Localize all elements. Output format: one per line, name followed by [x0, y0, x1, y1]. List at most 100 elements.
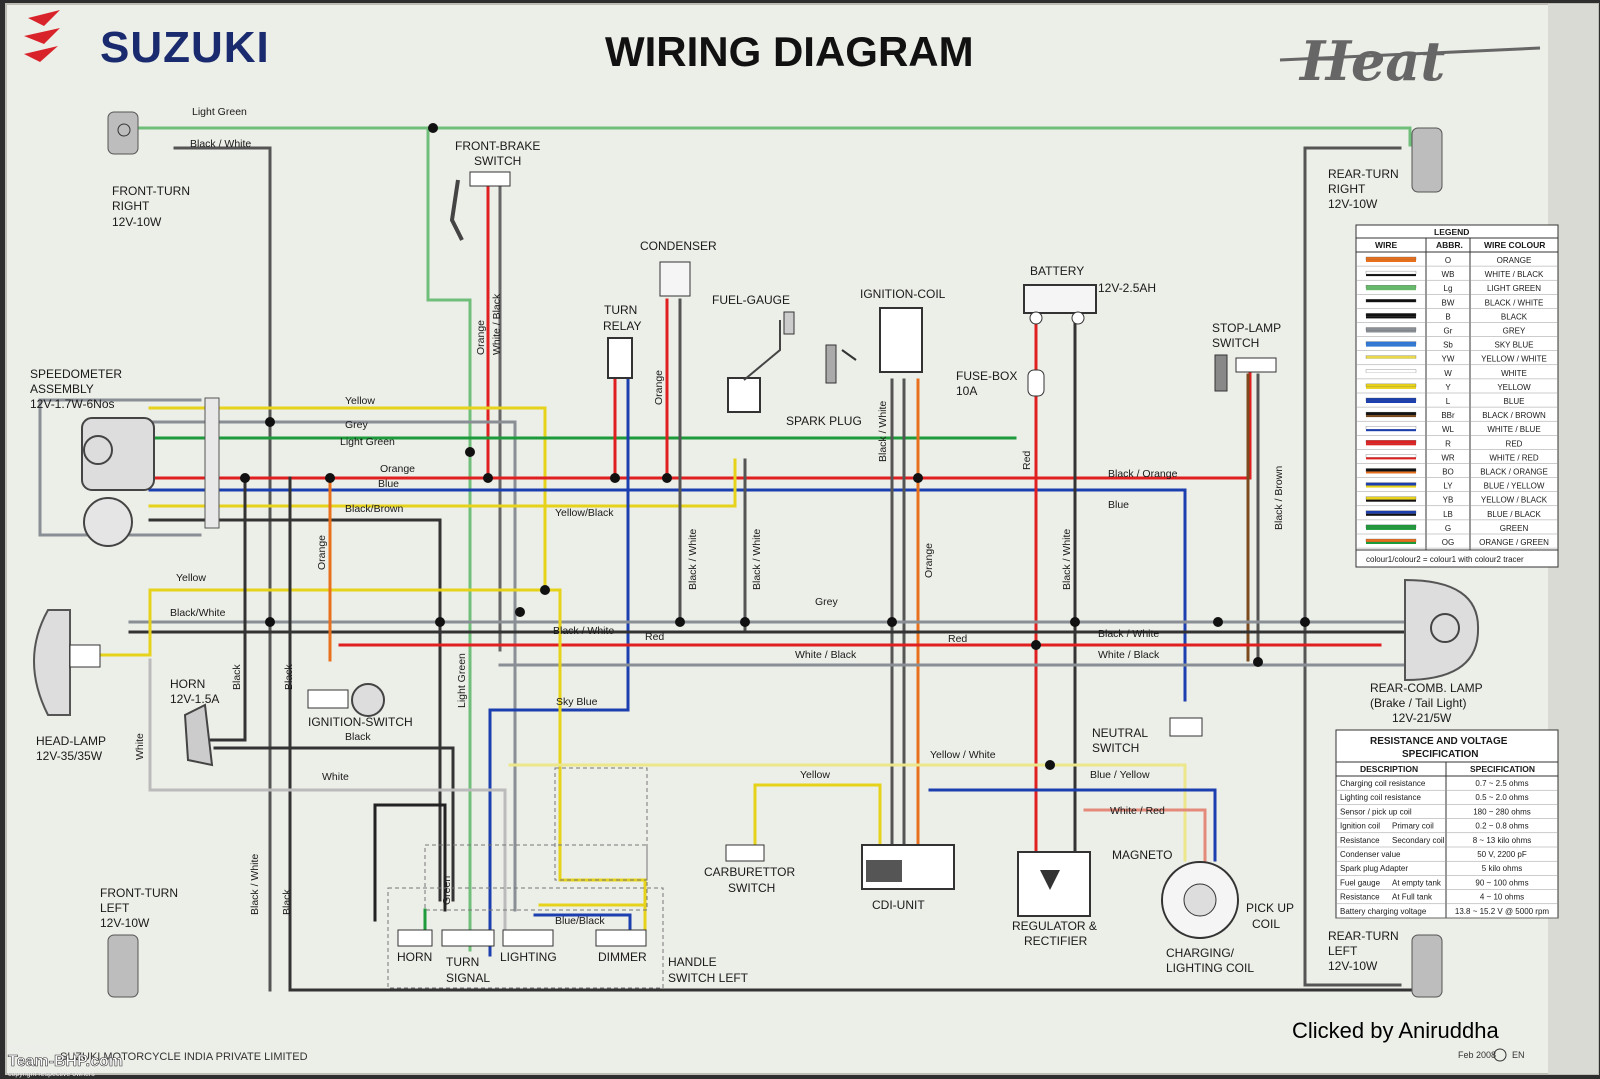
- rear-turn-left-spec: 12V-10W: [1328, 959, 1378, 973]
- rear-turn-right-lamp: [1411, 127, 1443, 193]
- resistance-spec: 4 ~ 10 ohms: [1480, 893, 1524, 902]
- handle-switch-label: HANDLE: [668, 955, 717, 969]
- junction-dots: [240, 123, 1310, 770]
- legend-swatch-tracer: [1366, 274, 1416, 277]
- magneto: [1161, 861, 1239, 939]
- wire-label: Black / Orange: [1108, 468, 1178, 480]
- wire-label: Black / White: [249, 854, 261, 915]
- wire-label: Black/Brown: [345, 503, 404, 515]
- rear-comb-lamp: [1404, 578, 1480, 682]
- resistance-spec: 13.8 ~ 15.2 V @ 5000 rpm: [1455, 907, 1550, 916]
- ignition-coil: [879, 307, 923, 373]
- wire-label: Yellow: [176, 572, 206, 584]
- regulator-label-2: RECTIFIER: [1024, 934, 1088, 948]
- legend-swatch: [1365, 270, 1417, 275]
- resistance-sub: At empty tank: [1392, 878, 1442, 887]
- wire-label: Blue / Yellow: [1090, 769, 1150, 781]
- wire-label: Blue: [1108, 499, 1129, 511]
- resistance-table: RESISTANCE AND VOLTAGE SPECIFICATION DES…: [1335, 729, 1559, 919]
- handle-signal-label: SIGNAL: [446, 971, 490, 985]
- legend-colour-name: BLUE: [1504, 397, 1525, 406]
- wire-label: Black: [283, 664, 295, 690]
- wire-label: Black / White: [1061, 529, 1073, 590]
- charging-coil-label: CHARGING/: [1166, 946, 1235, 960]
- carburettor-switch: [725, 844, 765, 862]
- resistance-desc: Battery charging voltage: [1340, 907, 1427, 916]
- wire-label: Light Green: [340, 436, 395, 448]
- head-lamp: [33, 609, 101, 716]
- rear-turn-left-label-2: LEFT: [1328, 944, 1358, 958]
- fuse-box: [1027, 369, 1045, 397]
- legend-colour-name: LIGHT GREEN: [1487, 284, 1541, 293]
- resistance-subtitle: SPECIFICATION: [1402, 749, 1478, 760]
- rear-comb-lamp-sub: (Brake / Tail Light): [1370, 696, 1467, 710]
- legend-swatch-tracer: [1366, 288, 1416, 291]
- resistance-desc: Spark plug Adapter: [1340, 864, 1408, 873]
- legend-abbr: Sb: [1443, 341, 1453, 350]
- turn-relay-label-2: RELAY: [603, 319, 641, 333]
- resistance-sub: Secondary coil: [1392, 836, 1445, 845]
- wire-label: Black: [231, 664, 243, 690]
- legend-swatch: [1365, 454, 1417, 458]
- legend-swatch-tracer: [1366, 471, 1416, 474]
- legend-swatch-tracer: [1366, 513, 1416, 516]
- resistance-desc: Ignition coil: [1340, 822, 1380, 831]
- legend-swatch: [1365, 426, 1417, 430]
- front-turn-left-spec: 12V-10W: [100, 916, 150, 930]
- legend-colour-name: BLACK / ORANGE: [1480, 468, 1548, 477]
- turn-relay: [607, 337, 633, 379]
- legend-swatch: [1365, 355, 1417, 359]
- legend-abbr: BO: [1442, 468, 1454, 477]
- resistance-spec: 90 ~ 100 ohms: [1475, 878, 1528, 887]
- legend-swatch-tracer: [1366, 260, 1416, 262]
- legend-colour-name: BLUE / BLACK: [1487, 510, 1541, 519]
- spark-plug-label: SPARK PLUG: [786, 414, 862, 428]
- diagram-title: WIRING DIAGRAM: [605, 28, 974, 75]
- condenser-label: CONDENSER: [640, 239, 717, 253]
- ignition-switch: [307, 683, 385, 717]
- legend-swatch: [1365, 285, 1417, 289]
- legend-colour-name: YELLOW: [1497, 383, 1531, 392]
- wire-label: Orange: [475, 320, 487, 355]
- legend-abbr: O: [1445, 256, 1451, 265]
- handle-dimmer-label: DIMMER: [598, 950, 647, 964]
- legend-swatch-tracer: [1366, 344, 1416, 347]
- speedometer-label: SPEEDOMETER: [30, 367, 122, 381]
- wire-label: Blue/Black: [555, 915, 605, 927]
- neutral-switch: [1169, 717, 1203, 737]
- charging-coil-label-2: LIGHTING COIL: [1166, 961, 1254, 975]
- legend-abbr: WR: [1441, 453, 1455, 462]
- resistance-desc: Resistance: [1340, 893, 1380, 902]
- wire-label: Light Green: [456, 653, 468, 708]
- legend-colour-name: BLACK / BROWN: [1482, 411, 1546, 420]
- legend-abbr: W: [1444, 369, 1452, 378]
- wire-label: Yellow: [800, 769, 830, 781]
- watermark: Team-BHP.com: [8, 1053, 123, 1070]
- legend-abbr: YW: [1442, 355, 1455, 364]
- rear-comb-lamp-spec: 12V-21/5W: [1392, 711, 1452, 725]
- front-turn-left-label-2: LEFT: [100, 901, 130, 915]
- horn: [183, 703, 214, 767]
- legend-title: LEGEND: [1434, 227, 1469, 237]
- legend-swatch-tracer: [1366, 401, 1416, 403]
- pickup-coil-label-2: COIL: [1252, 917, 1280, 931]
- front-turn-left-label: FRONT-TURN: [100, 886, 178, 900]
- language-code: EN: [1512, 1050, 1525, 1060]
- condenser: [659, 261, 691, 297]
- cdi-unit-label: CDI-UNIT: [872, 898, 925, 912]
- wire-label: White / Red: [1110, 805, 1165, 817]
- watermark-copyright: copyright respective owners: [8, 1071, 95, 1078]
- legend-header-wire: WIRE: [1375, 240, 1398, 250]
- wire-label: Yellow/Black: [555, 507, 614, 519]
- resistance-spec: 0.5 ~ 2.0 ohms: [1475, 793, 1528, 802]
